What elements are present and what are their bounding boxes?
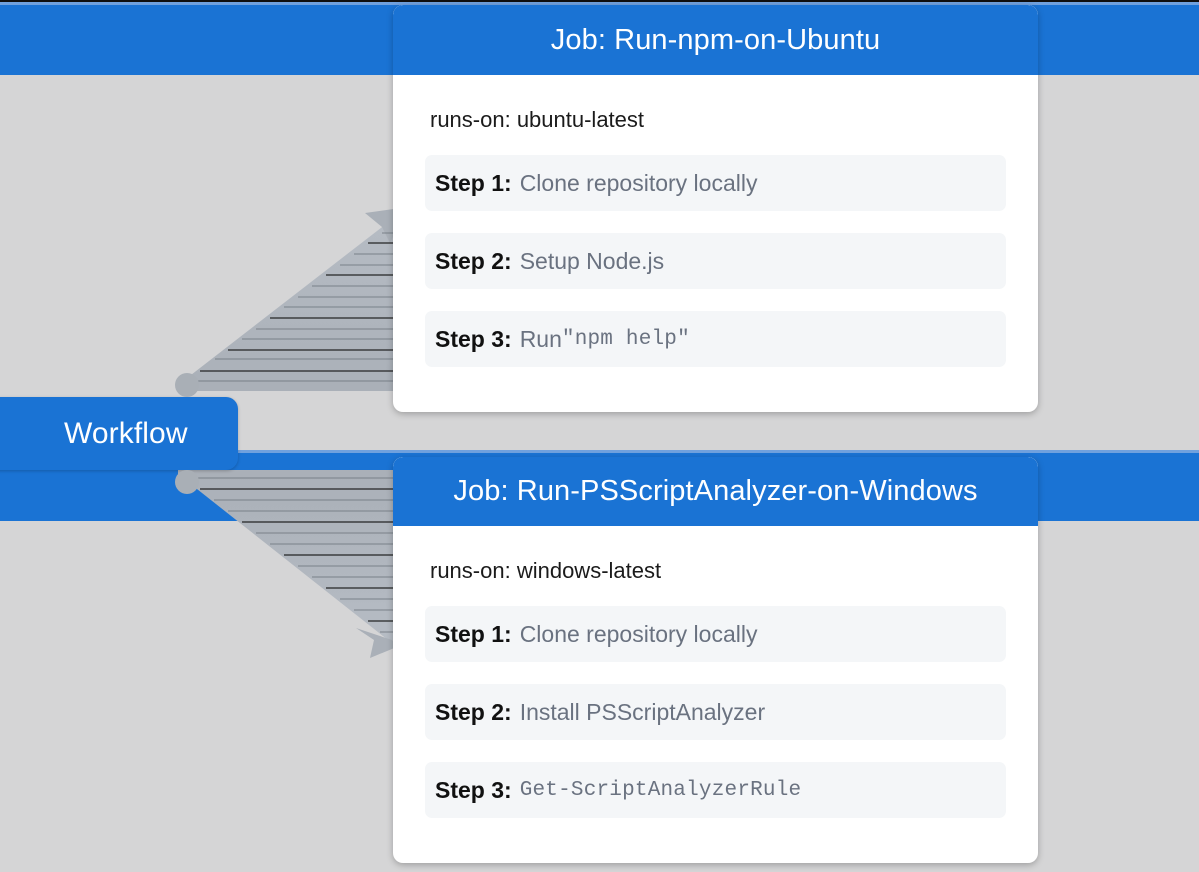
- job-2-step-3-command: Get-ScriptAnalyzerRule: [519, 778, 802, 802]
- job-1-step-2[interactable]: Step 2: Setup Node.js: [425, 233, 1006, 289]
- top-band-highlight: [0, 2, 1199, 5]
- job-2-step-2-label: Step 2:: [435, 698, 512, 725]
- job-1-runs-on: runs-on: ubuntu-latest: [430, 107, 645, 132]
- job-1-title: Job: Run-npm-on-Ubuntu: [550, 23, 881, 56]
- workflow-node[interactable]: Workflow: [0, 397, 238, 470]
- job-2-step-1[interactable]: Step 1: Clone repository locally: [425, 606, 1006, 662]
- top-edge-sliver: [0, 0, 1199, 2]
- job-1-step-3[interactable]: Step 3: Run "npm help": [425, 311, 1006, 367]
- job-2-step-3-label: Step 3:: [435, 776, 512, 803]
- connector-node-dot-lower: [175, 470, 199, 494]
- job-1-header: Job: Run-npm-on-Ubuntu: [393, 5, 1038, 75]
- job-card-run-npm-on-ubuntu[interactable]: Job: Run-npm-on-Ubuntu runs-on: ubuntu-l…: [393, 5, 1038, 412]
- connector-workflow-to-job-1-icon: [178, 207, 410, 391]
- job-2-body: runs-on: windows-latest Step 1: Clone re…: [393, 526, 1038, 818]
- job-1-step-2-desc: Setup Node.js: [519, 247, 665, 274]
- connector-node-dot-upper: [175, 373, 199, 397]
- job-2-step-3[interactable]: Step 3: Get-ScriptAnalyzerRule: [425, 762, 1006, 818]
- job-2-step-2-desc: Install PSScriptAnalyzer: [519, 698, 766, 725]
- job-2-header: Job: Run-PSScriptAnalyzer-on-Windows: [393, 457, 1038, 526]
- job-1-step-1-desc: Clone repository locally: [519, 169, 758, 196]
- job-2-step-1-label: Step 1:: [435, 620, 512, 647]
- job-1-step-3-command: "npm help": [561, 327, 690, 351]
- mid-band-highlight: [0, 450, 1199, 453]
- job-2-step-2[interactable]: Step 2: Install PSScriptAnalyzer: [425, 684, 1006, 740]
- job-2-runs-on: runs-on: windows-latest: [430, 558, 662, 583]
- job-1-step-3-desc: Run: [519, 325, 562, 352]
- job-1-body: runs-on: ubuntu-latest Step 1: Clone rep…: [393, 75, 1038, 367]
- job-2-title: Job: Run-PSScriptAnalyzer-on-Windows: [453, 475, 978, 507]
- workflow-node-label: Workflow: [64, 416, 188, 450]
- job-1-step-1[interactable]: Step 1: Clone repository locally: [425, 155, 1006, 211]
- job-1-step-1-label: Step 1:: [435, 169, 512, 196]
- job-2-step-1-desc: Clone repository locally: [519, 620, 758, 647]
- job-card-run-psscriptanalyzer-on-windows[interactable]: Job: Run-PSScriptAnalyzer-on-Windows run…: [393, 457, 1038, 863]
- job-1-step-2-label: Step 2:: [435, 247, 512, 274]
- job-1-step-3-label: Step 3:: [435, 325, 512, 352]
